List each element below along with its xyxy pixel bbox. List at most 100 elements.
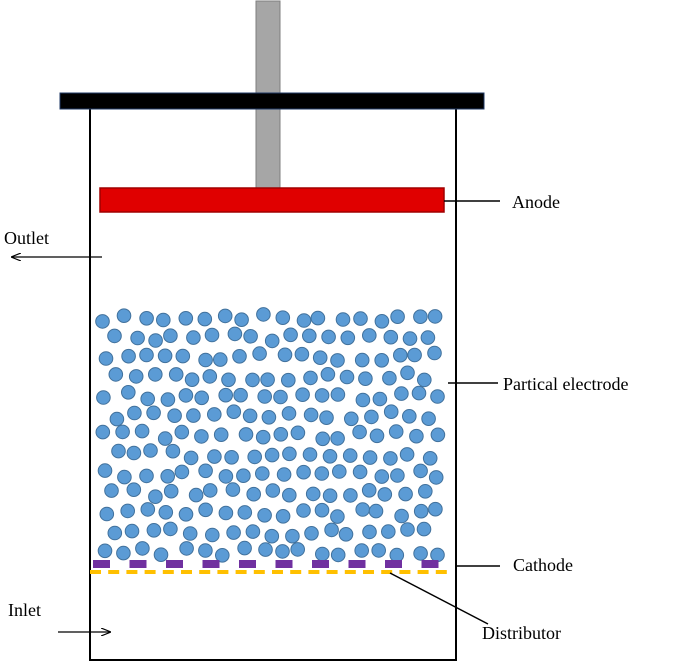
particle bbox=[99, 506, 115, 522]
particle bbox=[96, 390, 111, 405]
distributor-segment bbox=[435, 570, 447, 574]
particle bbox=[335, 312, 351, 327]
particle bbox=[374, 469, 390, 484]
particle bbox=[402, 331, 418, 346]
particle bbox=[140, 502, 156, 517]
particle bbox=[148, 333, 163, 348]
particle bbox=[407, 347, 422, 363]
particle bbox=[330, 509, 345, 524]
particle bbox=[411, 385, 427, 401]
particle bbox=[153, 547, 169, 563]
particle bbox=[227, 326, 243, 342]
particle bbox=[197, 311, 213, 327]
particle bbox=[417, 372, 432, 388]
particle bbox=[320, 367, 336, 382]
particle bbox=[314, 466, 330, 481]
particle bbox=[234, 312, 249, 328]
particle bbox=[116, 545, 131, 561]
particle bbox=[204, 327, 220, 343]
particle bbox=[116, 308, 132, 324]
particle bbox=[261, 410, 277, 425]
distributor-segment bbox=[235, 570, 247, 574]
particle-electrode-label: Partical electrode bbox=[503, 374, 628, 394]
particle bbox=[305, 486, 321, 502]
particle bbox=[157, 431, 173, 446]
particle bbox=[303, 407, 319, 423]
particle bbox=[194, 390, 209, 406]
particle bbox=[277, 347, 293, 363]
particle bbox=[178, 311, 194, 326]
particle bbox=[121, 385, 136, 400]
particle bbox=[254, 466, 270, 481]
particle bbox=[167, 408, 182, 424]
particle bbox=[245, 524, 261, 539]
particle bbox=[382, 370, 397, 386]
particle bbox=[128, 369, 144, 384]
distributor-segment bbox=[344, 570, 356, 574]
particle bbox=[174, 464, 190, 480]
particle bbox=[148, 367, 163, 382]
particle bbox=[295, 387, 310, 403]
particle bbox=[257, 508, 272, 523]
distributor-segment bbox=[108, 570, 120, 574]
distributor-leader-line bbox=[389, 572, 489, 625]
particle bbox=[242, 408, 258, 424]
particle bbox=[330, 387, 346, 402]
particle bbox=[97, 543, 113, 559]
particle bbox=[413, 463, 428, 479]
particle bbox=[314, 388, 330, 403]
particle bbox=[383, 329, 399, 345]
particle bbox=[383, 451, 398, 466]
inlet-label: Inlet bbox=[8, 600, 41, 620]
particle bbox=[260, 372, 275, 388]
particle bbox=[139, 468, 154, 484]
particle bbox=[140, 391, 155, 407]
particle bbox=[302, 328, 317, 344]
particle bbox=[198, 502, 213, 518]
particle bbox=[420, 330, 436, 345]
particle bbox=[413, 503, 429, 519]
distributor-segment bbox=[126, 570, 138, 574]
anode-label: Anode bbox=[512, 192, 560, 212]
particle bbox=[120, 503, 135, 519]
distributor-segment bbox=[308, 570, 320, 574]
particle bbox=[264, 333, 280, 349]
particle bbox=[221, 372, 236, 388]
particle bbox=[264, 528, 280, 544]
particle bbox=[184, 372, 200, 388]
cathode-segment bbox=[385, 560, 402, 568]
particle bbox=[246, 486, 261, 502]
cathode-segment bbox=[348, 560, 366, 568]
particle bbox=[372, 391, 388, 407]
cathode-segment bbox=[421, 560, 439, 568]
particle bbox=[264, 447, 280, 463]
particle bbox=[107, 525, 123, 541]
cathode-segment bbox=[312, 560, 329, 568]
particle bbox=[304, 526, 319, 541]
particle bbox=[108, 367, 124, 382]
particle bbox=[402, 409, 417, 424]
cathode-segment bbox=[202, 560, 220, 568]
particle bbox=[178, 507, 194, 522]
particle bbox=[322, 488, 338, 504]
particle bbox=[314, 502, 330, 518]
particle bbox=[374, 353, 390, 368]
particle bbox=[182, 526, 198, 541]
particle bbox=[394, 508, 409, 524]
particle bbox=[238, 427, 254, 442]
particle bbox=[121, 348, 136, 364]
particle bbox=[358, 371, 373, 387]
distributor-segment bbox=[90, 570, 101, 574]
particle bbox=[233, 387, 248, 403]
particle bbox=[207, 407, 222, 422]
cathode-segment bbox=[129, 560, 147, 568]
cathode-segment bbox=[275, 560, 293, 568]
distributor-segment bbox=[144, 570, 156, 574]
particle bbox=[355, 392, 371, 408]
cathode-layer bbox=[93, 560, 439, 568]
particle bbox=[322, 449, 338, 464]
particle bbox=[179, 541, 194, 556]
particle bbox=[400, 522, 415, 537]
particle bbox=[383, 404, 399, 420]
